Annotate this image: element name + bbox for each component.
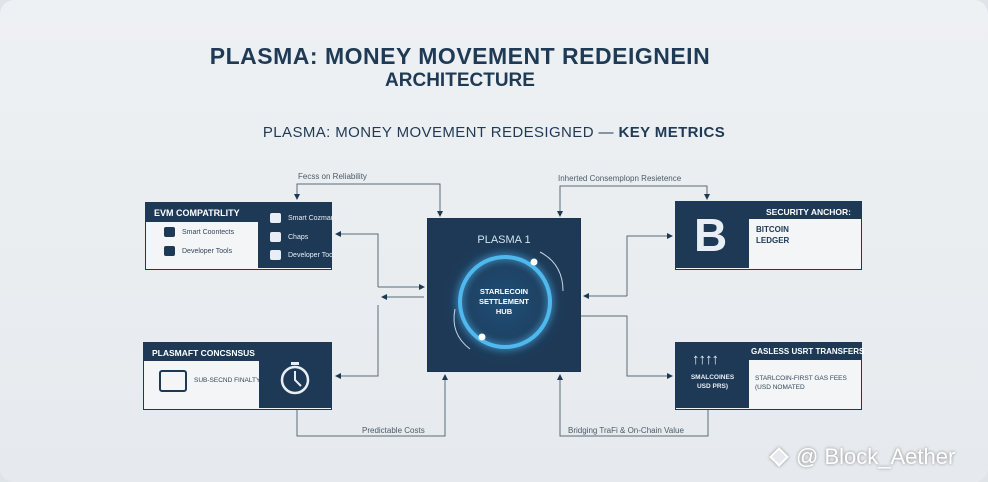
blocks-icon	[270, 213, 281, 223]
label-predictable-costs: Predictable Costs	[362, 426, 425, 435]
watermark: @ Block_Aether	[769, 444, 956, 470]
tools-icon	[270, 250, 281, 260]
gasless-line: STARLCOIN-FIRST GAS FEES	[755, 375, 847, 382]
binance-logo-icon	[769, 447, 789, 467]
plasma-hub: PLASMA 1 STARLECOIN SETTLEMENT HUB	[427, 218, 581, 372]
label-inherited: Inherted Consemplopn Resietence	[558, 174, 682, 183]
connector-consensus	[335, 305, 379, 379]
evm-item: Chaps	[288, 233, 309, 241]
consensus-body: SUB-SECND FINALTY	[194, 377, 261, 384]
consensus-box: PLASMAFT CONCSNSUS SUB-SECND FINALTY	[143, 342, 332, 410]
security-header: SECURITY ANCHOR:	[765, 207, 851, 217]
gasless-header: GASLESS USRT TRANSFERS	[751, 347, 865, 356]
connector-evm	[335, 231, 379, 287]
subtitle: PLASMA: MONEY MOVEMENT REDESIGNED — KEY …	[0, 124, 988, 141]
label-bridging: Bridging TraFi & On-Chain Value	[568, 426, 684, 435]
evm-item: Developer Tools	[288, 251, 339, 259]
subtitle-bold: KEY METRICS	[618, 124, 726, 141]
evm-header: EVM COMPATRLITY	[154, 208, 240, 218]
contract-icon	[164, 227, 175, 237]
tools-icon	[164, 246, 175, 256]
evm-item: Developer Tools	[182, 247, 233, 255]
evm-box: EVM COMPATRLITY Smart Coontects Develope…	[145, 202, 340, 270]
connector-security	[626, 233, 673, 296]
title-line-2: ARCHITECTURE	[385, 70, 535, 91]
hub-line: SETTLEMENT	[479, 297, 529, 306]
security-line: LEDGER	[756, 236, 790, 245]
connector-top-right	[560, 185, 710, 200]
stopwatch-icon	[280, 362, 310, 395]
gasless-dark-line: SMALCOINES	[690, 374, 735, 381]
connector-predictable	[296, 374, 448, 437]
hub-line: HUB	[495, 307, 513, 316]
arrows-up-icon: ↑↑↑↑	[692, 351, 719, 368]
hub-title: PLASMA 1	[477, 234, 531, 246]
connector-gasless	[580, 315, 673, 379]
hub-ring	[453, 251, 564, 350]
consensus-header: PLASMAFT CONCSNSUS	[152, 348, 255, 358]
gasless-dark-line: USD PRS)	[696, 383, 729, 390]
label-focus-reliability: Fecss on Reliability	[298, 172, 367, 181]
security-box: SECURITY ANCHOR: B BITCOIN LEDGER	[675, 201, 862, 270]
gasless-box: GASLESS USRT TRANSFERS ↑↑↑↑ SMALCOINES U…	[675, 342, 865, 410]
connector-top-left-center	[297, 183, 443, 217]
chip-icon	[270, 232, 281, 242]
title-line-1: PLASMA: MONEY MOVEMENT REDEIGNEIN	[209, 43, 711, 69]
watermark-text: @ Block_Aether	[796, 444, 956, 469]
connector-top-left	[294, 183, 440, 200]
bitcoin-icon: B	[694, 209, 728, 261]
security-line: BITCOIN	[756, 225, 789, 234]
connector-bridging	[557, 374, 709, 437]
gasless-line: (USD NOMATED	[755, 384, 805, 391]
evm-item: Smart Cozmants	[288, 214, 341, 222]
connector-top-right-center	[557, 185, 707, 217]
subtitle-main: PLASMA: MONEY MOVEMENT REDESIGNED —	[262, 124, 619, 141]
evm-item: Smart Coontects	[182, 228, 235, 236]
calendar-icon	[159, 370, 187, 392]
hub-line: STARLECOIN	[479, 287, 529, 296]
